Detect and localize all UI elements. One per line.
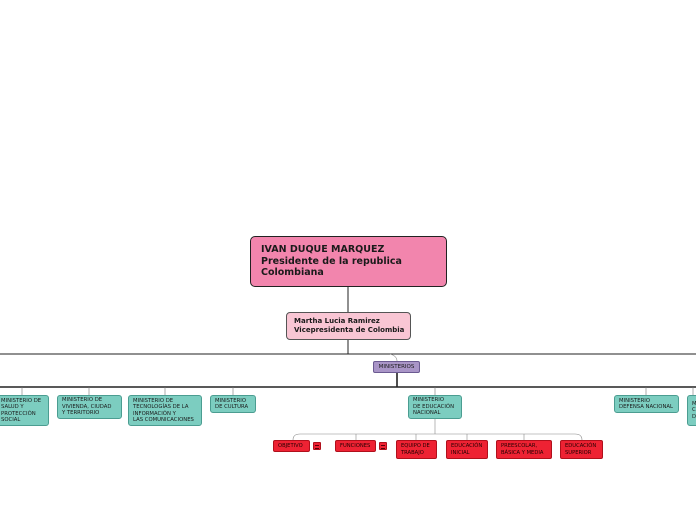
subtopic-funciones-node[interactable]: FUNCIONES (335, 440, 376, 452)
subtopic-objetivo-node[interactable]: OBJETIVO (273, 440, 310, 452)
ministry-ict-node[interactable]: MINISTERIO DE TECNOLOGÍAS DE LA INFORMAC… (128, 395, 202, 426)
ministry-housing-node[interactable]: MINISTERIO DE VIVIENDA, CIUDAD Y TERRITO… (57, 395, 122, 419)
vice-president-node[interactable]: Martha Lucia Ramirez Vicepresidenta de C… (286, 312, 411, 340)
ministry-health-node[interactable]: MINISTERIO DE SALUD Y PROTECCIÓN SOCIAL (0, 395, 49, 426)
ministry-culture-node[interactable]: MINISTERIO DE CULTURA (210, 395, 256, 413)
note-icon[interactable] (313, 442, 321, 450)
president-node[interactable]: IVAN DUQUE MARQUEZ Presidente de la repu… (250, 236, 447, 287)
subtopic-superior-node[interactable]: EDUCACIÓN SUPERIOR (560, 440, 603, 459)
ministries-hub-node[interactable]: MINISTERIOS (373, 361, 420, 373)
ministry-defense-node[interactable]: MINISTERIO DEFENSA NACIONAL (614, 395, 679, 413)
ministry-education-node[interactable]: MINISTERIO DE EDUCACIÓN NACIONAL (408, 395, 462, 419)
note-icon[interactable] (379, 442, 387, 450)
subtopic-equipo-node[interactable]: EQUIPO DE TRABAJO (396, 440, 437, 459)
subtopic-inicial-node[interactable]: EDUCACIÓN INICIAL (446, 440, 488, 459)
ministry-partial-node[interactable]: M C D (687, 395, 696, 426)
subtopic-basica-node[interactable]: PREESCOLAR, BÁSICA Y MEDIA (496, 440, 552, 459)
